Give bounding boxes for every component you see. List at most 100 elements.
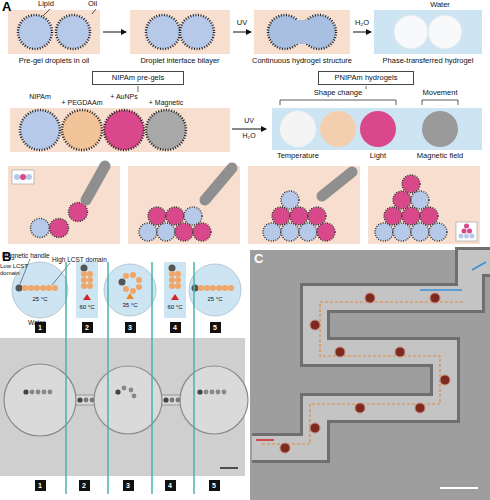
assembly-frame <box>393 223 411 241</box>
maze-micrograph <box>250 250 490 500</box>
assembly-frame <box>248 166 360 244</box>
panel-letter: A <box>2 0 16 14</box>
assembly-frame <box>69 203 88 222</box>
temperature-schematic <box>136 284 142 290</box>
assembly-frame <box>31 219 50 238</box>
temperature-schematic <box>22 285 28 291</box>
hydrogel-row <box>272 86 482 150</box>
assembly-frame <box>248 166 360 244</box>
temperature-schematic <box>87 271 93 277</box>
hydrogel-row <box>280 100 396 105</box>
hydrogel-row <box>366 86 367 89</box>
micrograph <box>220 467 238 469</box>
assembly-frame <box>368 166 480 244</box>
temperature-schematic <box>169 277 175 283</box>
annotation-label: Temperature <box>268 152 328 160</box>
assembly-frame <box>317 223 335 241</box>
annotation-label: Pre-gel droplets in oil <box>0 57 115 65</box>
annotation-label: Phase-transferred hydrogel <box>367 57 489 65</box>
assembly-frame <box>456 222 477 241</box>
micrograph <box>42 390 47 395</box>
droplet-stage <box>293 20 311 44</box>
droplet-stage <box>8 9 100 54</box>
maze-micrograph <box>440 375 450 385</box>
step-number: 3 <box>126 482 130 489</box>
assembly-frame <box>8 166 120 244</box>
annotation-label: 25 °C <box>200 296 230 303</box>
pregel-row <box>138 86 139 92</box>
maze-micrograph <box>430 293 440 303</box>
temperature-schematic <box>175 283 181 289</box>
droplet-stage <box>130 10 230 54</box>
panel-step-number: 3 <box>125 322 136 333</box>
assembly-frame <box>50 219 69 238</box>
temperature-schematic <box>119 279 126 286</box>
temperature-schematic <box>81 265 88 272</box>
micrograph <box>30 390 35 395</box>
panel-step-number: 5 <box>209 480 220 491</box>
step-number: 4 <box>173 324 177 331</box>
temperature-schematic <box>136 277 142 283</box>
temperature-schematic <box>83 294 91 300</box>
assembly-frame <box>411 191 429 209</box>
step-number: 4 <box>168 482 172 489</box>
maze-micrograph <box>440 487 478 489</box>
temperature-schematic <box>16 285 23 292</box>
temperature-schematic <box>192 285 199 292</box>
box-label: NIPAm pre-gels <box>112 74 164 82</box>
annotation-label: 25 °C <box>25 296 55 303</box>
assembly-frame <box>139 223 157 241</box>
assembly-frame <box>467 229 472 234</box>
panel-step-number: 1 <box>35 480 46 491</box>
micrograph <box>77 397 82 402</box>
assembly-frame <box>411 223 429 241</box>
maze-micrograph <box>415 403 425 413</box>
droplet-stage <box>56 15 90 49</box>
annotation-label: H₂O <box>350 19 374 27</box>
hydrogel-row <box>360 111 396 147</box>
assembly-frame <box>157 223 175 241</box>
maze-micrograph <box>280 443 290 453</box>
temperature-schematic <box>52 263 70 285</box>
assembly-frame <box>148 207 166 225</box>
temperature-schematic <box>175 271 181 277</box>
group-box: NIPAm pre-gels <box>92 71 184 85</box>
stage-divider <box>151 262 153 494</box>
annotation-label: NIPAm <box>15 93 65 101</box>
annotation-label: H₂O <box>234 132 264 140</box>
micrograph <box>197 389 202 394</box>
annotation-label: Movement <box>410 89 470 97</box>
micrograph <box>4 364 76 436</box>
panel-step-number: 2 <box>82 322 93 333</box>
assembly-frame <box>26 174 32 180</box>
temperature-schematic <box>222 285 228 291</box>
pregel-row <box>146 110 186 150</box>
box-label: PNIPAm hydrogels <box>335 74 398 82</box>
assembly-frame <box>166 207 184 225</box>
annotation-label: Continuous hydrogel structure <box>241 57 363 65</box>
micrograph <box>0 338 248 476</box>
temperature-schematic <box>12 259 241 318</box>
assembly-frame <box>263 223 281 241</box>
micrograph <box>36 390 41 395</box>
annotation-label: Water <box>420 1 460 9</box>
water-stage <box>374 10 482 54</box>
micrograph <box>216 390 221 395</box>
assembly-frame <box>8 166 120 244</box>
hydrogel-row <box>422 100 458 105</box>
hydrogel-row <box>272 108 482 150</box>
annotation-label: Water <box>28 319 58 326</box>
assembly-frame <box>464 224 469 229</box>
micrograph <box>48 390 53 395</box>
micrograph <box>132 394 137 399</box>
micrograph <box>84 398 89 403</box>
annotation-label: Low LCST domain <box>0 263 30 276</box>
maze-micrograph <box>472 262 486 270</box>
step-number: 5 <box>212 482 216 489</box>
temperature-schematic <box>46 285 52 291</box>
droplet-stage <box>43 9 50 16</box>
assembly-frame <box>393 191 411 209</box>
droplet-stage <box>8 10 100 54</box>
panel-step-number: 4 <box>165 480 176 491</box>
maze-micrograph <box>262 302 465 444</box>
